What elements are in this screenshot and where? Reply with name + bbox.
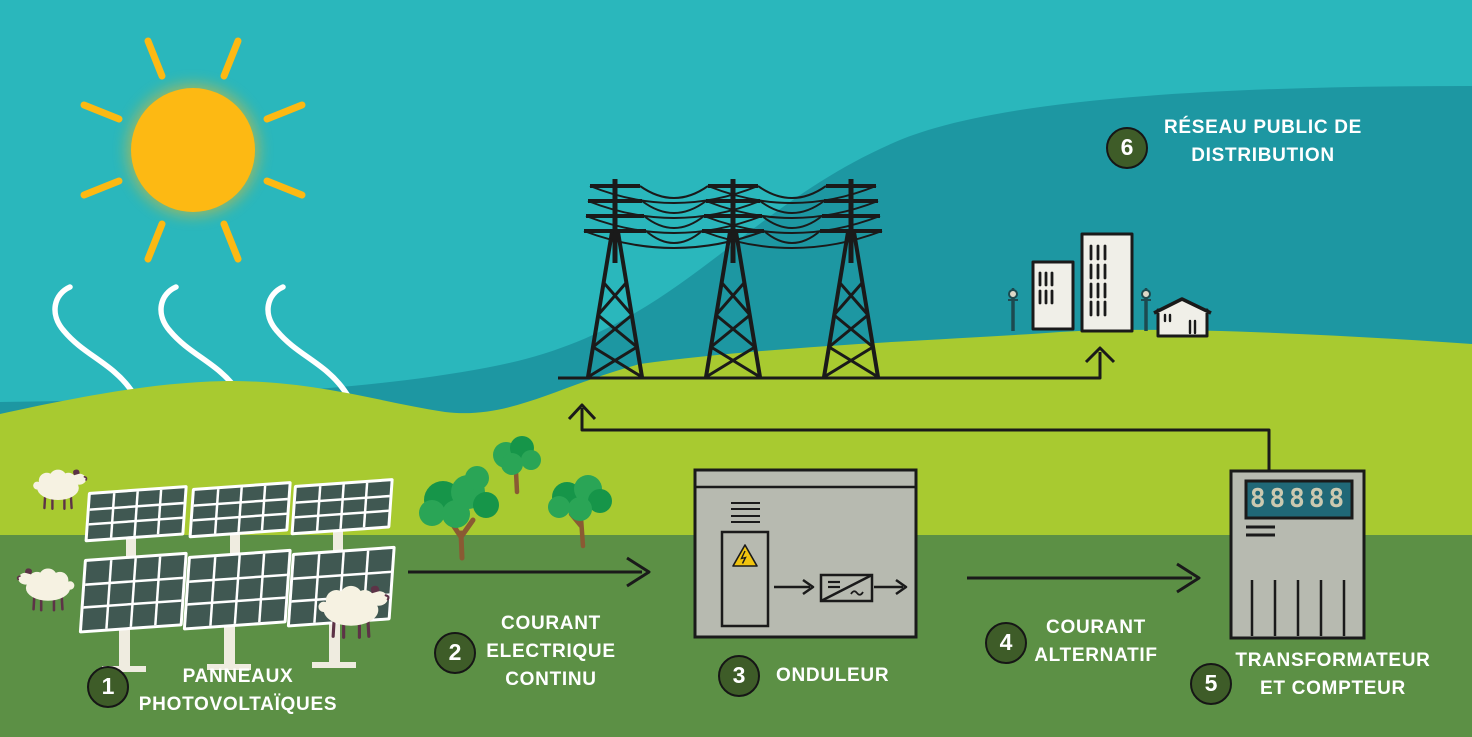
solar-panel-icon (181, 547, 294, 632)
meter-to-grid-arrow (567, 403, 1271, 471)
label-line: ET COMPTEUR (1260, 678, 1406, 699)
step-label-courant-continu: COURANT ELECTRIQUE CONTINU (451, 610, 651, 694)
step-label-courant-alternatif: COURANT ALTERNATIF (996, 614, 1196, 670)
step-badge-4: 4 (985, 622, 1027, 664)
label-line: COURANT (1046, 617, 1146, 638)
house-icon (1153, 297, 1212, 338)
dc-current-arrow (408, 556, 651, 588)
step-badge-1: 1 (87, 666, 129, 708)
solar-panel-icon (77, 550, 190, 635)
tree-icon (493, 436, 541, 495)
label-line: TRANSFORMATEUR (1235, 650, 1431, 671)
step-badge-5: 5 (1190, 663, 1232, 705)
label-line: PHOTOVOLTAÏQUES (138, 694, 338, 715)
solar-panel-icon (289, 476, 396, 537)
city-skyline (1006, 232, 1212, 338)
power-line-icon (583, 185, 883, 249)
step-label-onduleur: ONDULEUR (776, 662, 996, 690)
step-label-panneaux: PANNEAUX PHOTOVOLTAÏQUES (118, 663, 358, 719)
ac-current-arrow (967, 562, 1201, 594)
step-badge-3: 3 (718, 655, 760, 697)
power-pylons (584, 179, 882, 377)
label-line: RÉSEAU PUBLIC DE (1163, 117, 1363, 138)
meter-display: 88888 (1249, 484, 1349, 514)
step-label-transformateur: TRANSFORMATEUR ET COMPTEUR (1223, 647, 1443, 703)
label-line: DISTRIBUTION (1191, 145, 1335, 166)
label-line: PANNEAUX (182, 666, 294, 687)
step-badge-2: 2 (434, 632, 476, 674)
trees (419, 436, 612, 561)
label-line: CONTINU (505, 669, 597, 690)
warning-icon (732, 544, 758, 567)
solar-panel-icon (187, 479, 294, 540)
solar-panel-array (77, 476, 398, 672)
label-line: ALTERNATIF (1034, 645, 1158, 666)
inverter-icon (693, 468, 918, 639)
tree-icon (548, 475, 612, 549)
step-badge-6: 6 (1106, 127, 1148, 169)
building-icon (1080, 232, 1134, 333)
tree-icon (419, 466, 499, 561)
label-line: ONDULEUR (776, 665, 890, 686)
solar-panel-icon (83, 483, 190, 544)
grid-to-city-arrow (558, 346, 1116, 380)
meter-icon (1229, 469, 1366, 640)
label-line: COURANT (501, 613, 601, 634)
meter-screen (1244, 479, 1354, 520)
label-line: ELECTRIQUE (486, 641, 616, 662)
sun-icon (80, 37, 306, 263)
step-label-reseau-public: RÉSEAU PUBLIC DE DISTRIBUTION (1143, 114, 1383, 170)
